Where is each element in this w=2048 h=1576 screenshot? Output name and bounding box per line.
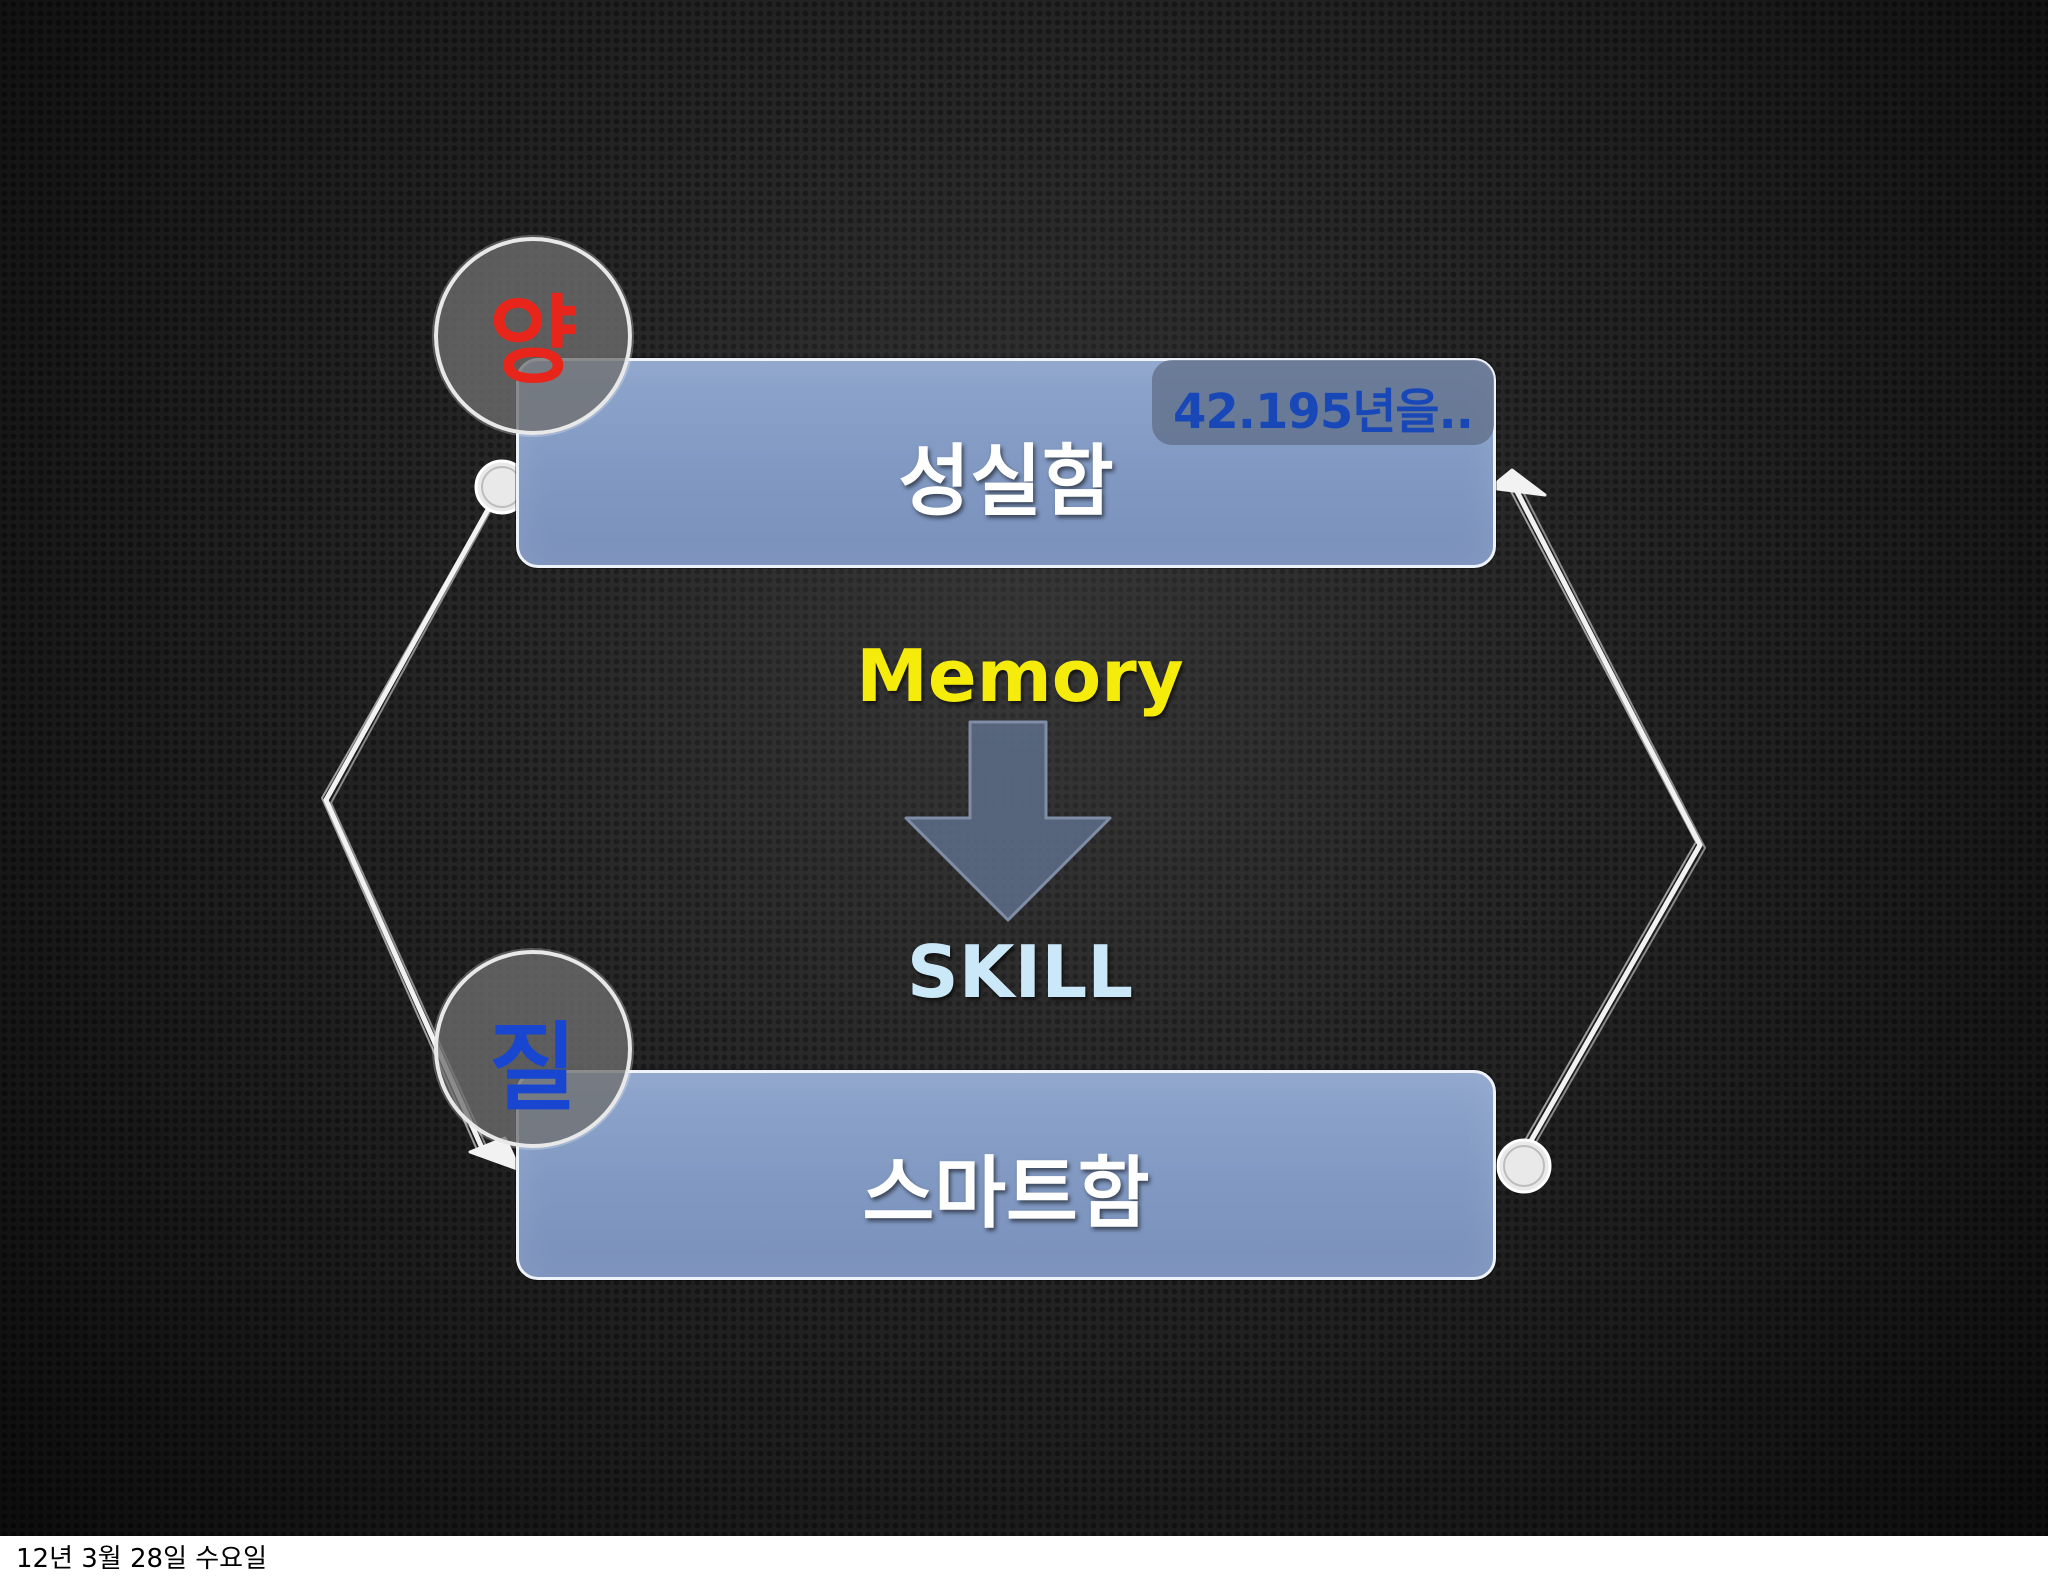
top-box-label: 성실함 [898,437,1114,527]
top-circle-char: 양 [488,285,578,397]
bottom-box-label: 스마트함 [862,1149,1150,1239]
skill-label: SKILL [906,930,1134,1014]
footer-date: 12년 3월 28일 수요일 [16,1544,268,1574]
slide: 성실함 42.195년을.. 스마트함 양 질 Memory SKILL [0,0,2048,1536]
top-circle: 양 [434,237,632,435]
top-right-arrowhead-icon [1488,468,1547,497]
top-box: 성실함 [516,358,1496,568]
down-arrow-icon [904,720,1112,922]
bottom-circle-char: 질 [488,1012,578,1124]
left-connector-line [323,485,503,1151]
loop-connectors [321,459,1706,1194]
note-badge: 42.195년을.. [1152,360,1494,445]
right-connector-line [1507,475,1703,1163]
bottom-box: 스마트함 [516,1070,1496,1280]
memory-label: Memory [856,634,1184,718]
bottom-right-dot-icon [1496,1138,1552,1194]
note-badge-text: 42.195년을.. [1172,384,1474,440]
bottom-circle: 질 [434,950,632,1148]
bottom-left-arrowhead-icon [468,1136,522,1172]
